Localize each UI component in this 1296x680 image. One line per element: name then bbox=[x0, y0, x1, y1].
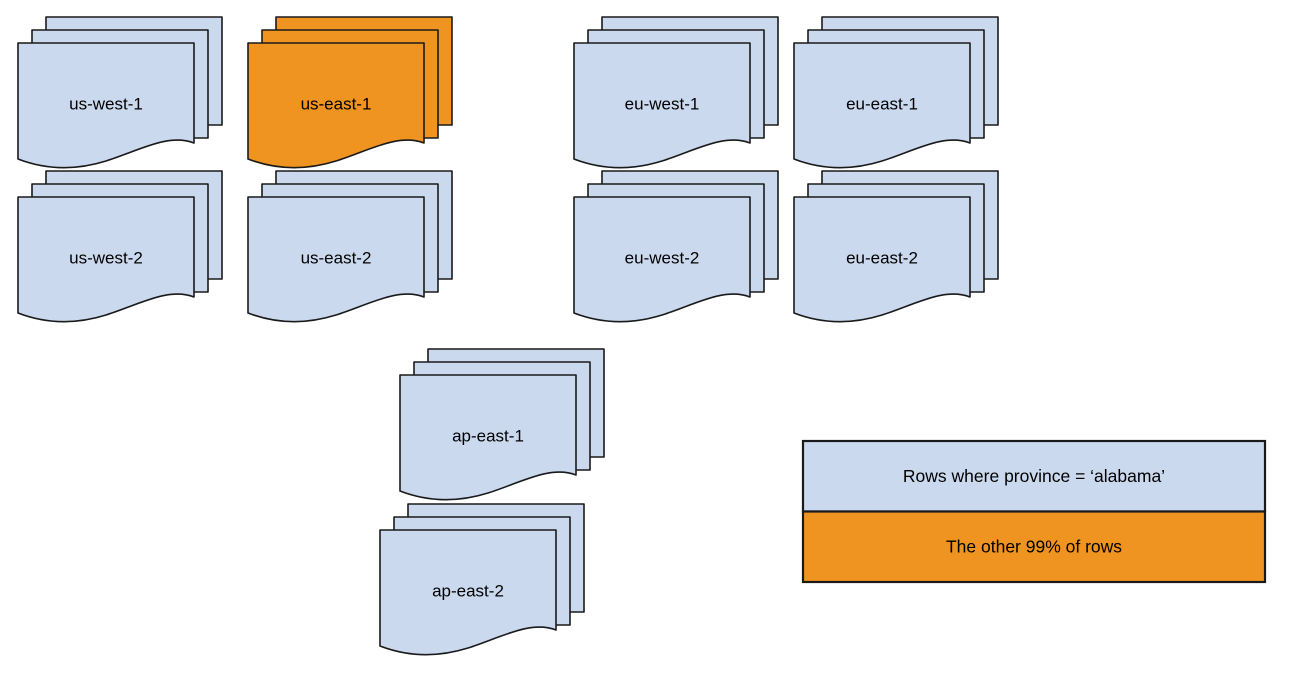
document-stack-ap-east-1[interactable]: ap-east-1 bbox=[399, 348, 605, 501]
document-stack-us-west-1[interactable]: us-west-1 bbox=[17, 16, 223, 169]
document-stack-eu-east-2[interactable]: eu-east-2 bbox=[793, 170, 999, 323]
document-stack-eu-east-1[interactable]: eu-east-1 bbox=[793, 16, 999, 169]
region-stacks-group: us-west-1 us-east-1 eu-west-1 eu-east-1 us-w… bbox=[17, 16, 999, 656]
stack-label-ap-east-2: ap-east-2 bbox=[432, 581, 504, 600]
legend-label-legend-blue: Rows where province = ‘alabama’ bbox=[903, 466, 1165, 486]
stack-label-eu-west-1: eu-west-1 bbox=[625, 94, 700, 113]
stack-label-us-west-2: us-west-2 bbox=[69, 248, 143, 267]
document-stack-us-west-2[interactable]: us-west-2 bbox=[17, 170, 223, 323]
stack-label-us-east-1: us-east-1 bbox=[301, 94, 372, 113]
legend-label-legend-orange: The other 99% of rows bbox=[946, 536, 1122, 556]
stack-label-eu-west-2: eu-west-2 bbox=[625, 248, 700, 267]
legend-row-legend-orange[interactable]: The other 99% of rows bbox=[801, 510, 1267, 584]
legend-swatch-blue bbox=[801, 439, 1267, 513]
document-stack-eu-west-2[interactable]: eu-west-2 bbox=[573, 170, 779, 323]
document-stack-us-east-2[interactable]: us-east-2 bbox=[247, 170, 453, 323]
document-stack-ap-east-2[interactable]: ap-east-2 bbox=[379, 503, 585, 656]
stack-label-eu-east-1: eu-east-1 bbox=[846, 94, 918, 113]
legend-group: Rows where province = ‘alabama’ The other… bbox=[801, 439, 1267, 584]
document-stack-eu-west-1[interactable]: eu-west-1 bbox=[573, 16, 779, 169]
stack-label-eu-east-2: eu-east-2 bbox=[846, 248, 918, 267]
legend-row-legend-blue[interactable]: Rows where province = ‘alabama’ bbox=[801, 439, 1267, 513]
stack-label-ap-east-1: ap-east-1 bbox=[452, 426, 524, 445]
stack-label-us-east-2: us-east-2 bbox=[301, 248, 372, 267]
stack-label-us-west-1: us-west-1 bbox=[69, 94, 143, 113]
legend-swatch-orange bbox=[801, 510, 1267, 584]
document-stack-us-east-1[interactable]: us-east-1 bbox=[247, 16, 453, 169]
